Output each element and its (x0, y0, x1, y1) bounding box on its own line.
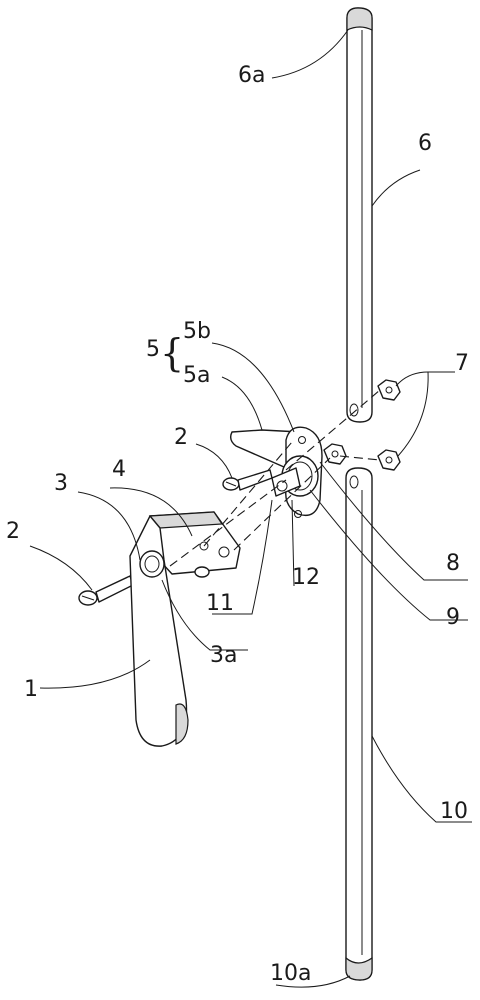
label-5: 5 (146, 337, 160, 362)
leader-11 (212, 499, 273, 615)
leader-9 (309, 489, 468, 621)
label-12: 12 (292, 565, 320, 590)
label-6: 6 (418, 131, 432, 156)
label-7: 7 (455, 351, 469, 376)
label-1: 1 (24, 677, 38, 702)
label-3a: 3a (210, 643, 237, 668)
label-5b: 5b (183, 319, 211, 344)
label-6a: 6a (238, 63, 265, 88)
leader-6a (271, 29, 349, 79)
label-2-upper: 2 (174, 425, 188, 450)
label-9: 9 (446, 605, 460, 630)
label-3: 3 (54, 471, 68, 496)
handle-1 (129, 511, 241, 747)
axis-line (169, 479, 287, 567)
leader-2-upper (195, 443, 233, 479)
label-5a: 5a (183, 363, 210, 388)
leader-4 (109, 487, 193, 537)
label-11: 11 (206, 591, 234, 616)
leader-10 (371, 735, 472, 823)
leader-12 (291, 499, 295, 587)
lower-rod-10 (345, 467, 373, 981)
leader-3 (77, 491, 141, 561)
label-8: 8 (446, 551, 460, 576)
screw-lower-2 (78, 575, 134, 606)
leader-8 (319, 461, 468, 581)
leader-2-lower (29, 545, 93, 591)
upper-rod-6 (346, 7, 373, 423)
leader-10a (275, 975, 351, 988)
leader-5a (221, 376, 263, 431)
axis-line (339, 455, 381, 461)
leader-7b (397, 371, 429, 457)
nut-lower-7 (377, 449, 401, 471)
axis-line (285, 389, 381, 471)
leader-7a (395, 371, 455, 387)
brace-5: { (160, 331, 184, 375)
axis-line (203, 441, 293, 547)
leader-5b (211, 342, 295, 433)
nut-upper-7 (377, 379, 401, 401)
label-2-lower: 2 (6, 519, 20, 544)
leader-3a (161, 579, 248, 651)
label-4: 4 (112, 457, 126, 482)
plate-5 (229, 426, 323, 518)
label-10a: 10a (270, 961, 311, 986)
leader-1 (39, 659, 151, 689)
axis-line (233, 457, 331, 551)
leader-6 (371, 169, 421, 207)
label-10: 10 (440, 799, 468, 824)
